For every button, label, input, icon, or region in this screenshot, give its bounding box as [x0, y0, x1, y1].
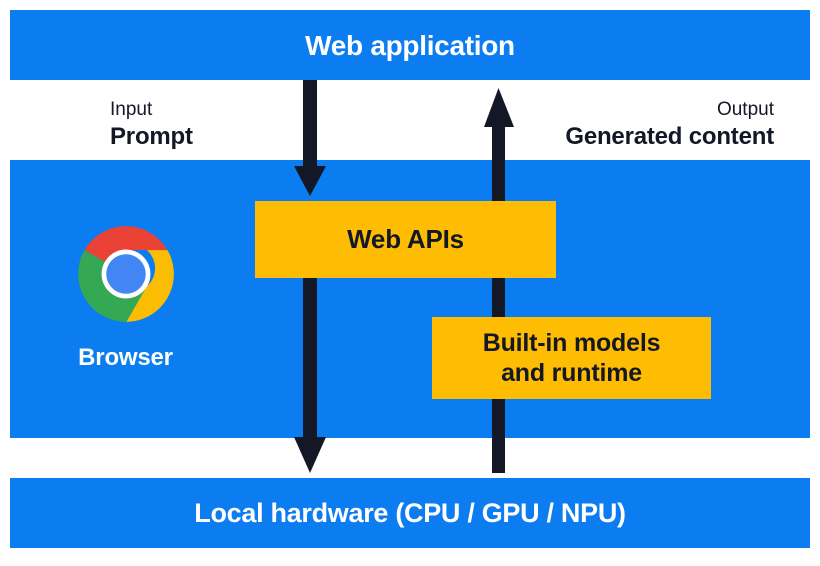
- flow-label-output-kind: Output: [716, 99, 774, 120]
- component-web-apis: Web APIs: [255, 201, 556, 278]
- layer-web-application: Web application: [10, 10, 810, 80]
- layer-local-hardware-label: Local hardware (CPU / GPU / NPU): [194, 498, 626, 528]
- component-builtin-models-text: Built-in models and runtime: [483, 328, 661, 389]
- flow-label-input: Input Prompt: [110, 98, 193, 153]
- component-builtin-models-line-2: and runtime: [501, 359, 642, 387]
- browser-identity: Browser: [58, 222, 193, 372]
- flow-label-output: Output Generated content: [565, 98, 774, 153]
- chrome-logo-icon: [77, 226, 174, 322]
- flow-label-output-value: Generated content: [565, 123, 774, 151]
- flow-label-input-value: Prompt: [110, 123, 193, 151]
- component-builtin-models: Built-in models and runtime: [432, 317, 711, 399]
- component-builtin-models-line-1: Built-in models: [482, 328, 661, 357]
- layer-web-application-label: Web application: [305, 30, 515, 61]
- component-web-apis-label: Web APIs: [347, 223, 464, 254]
- layer-local-hardware: Local hardware (CPU / GPU / NPU): [10, 478, 810, 548]
- layer-browser-label: Browser: [78, 344, 173, 371]
- flow-label-input-kind: Input: [110, 99, 153, 120]
